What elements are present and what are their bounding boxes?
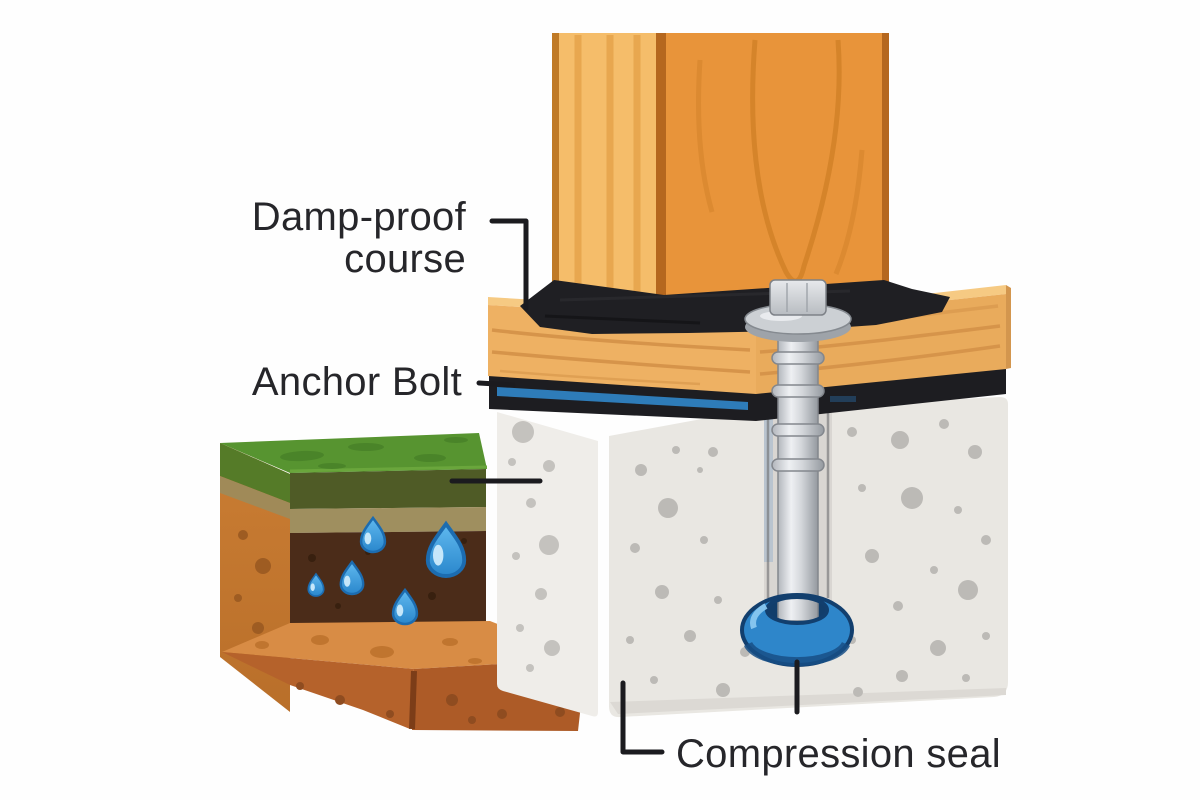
subsoil-band	[290, 469, 486, 509]
soil-cross-section	[220, 433, 586, 731]
ledge-face-speckles	[296, 682, 565, 724]
concrete-left-face	[497, 412, 598, 717]
leader-damp-proof-course	[489, 218, 529, 311]
post-corner-edge	[656, 33, 666, 312]
concrete-left-speckles	[508, 421, 560, 672]
water-drops	[307, 516, 467, 626]
membrane-blue-strip	[497, 387, 748, 410]
concrete-bottom-shade	[610, 688, 1006, 714]
label-compression-seal: Compression seal	[676, 732, 1001, 776]
sill-end	[1006, 285, 1011, 369]
leader-compression-seal	[620, 680, 665, 755]
ledge-front-face	[222, 652, 414, 729]
ledge-top	[222, 621, 586, 669]
concrete-foundation	[497, 397, 1008, 718]
grass-patches	[280, 437, 468, 469]
label-damp-proof-course: Damp-proof course	[252, 196, 466, 281]
sand-band	[290, 507, 486, 533]
grass-top	[220, 433, 487, 473]
label-damp-proof-line2: course	[344, 237, 466, 282]
label-damp-proof-line1: Damp-proof	[251, 195, 466, 239]
label-anchor-bolt: Anchor Bolt	[251, 360, 462, 404]
anchor-bolt	[744, 279, 852, 624]
bolt-head	[769, 279, 827, 316]
bolt-threads	[771, 351, 825, 472]
wood-post	[552, 33, 889, 312]
leader-anchor-bolt	[476, 380, 516, 388]
